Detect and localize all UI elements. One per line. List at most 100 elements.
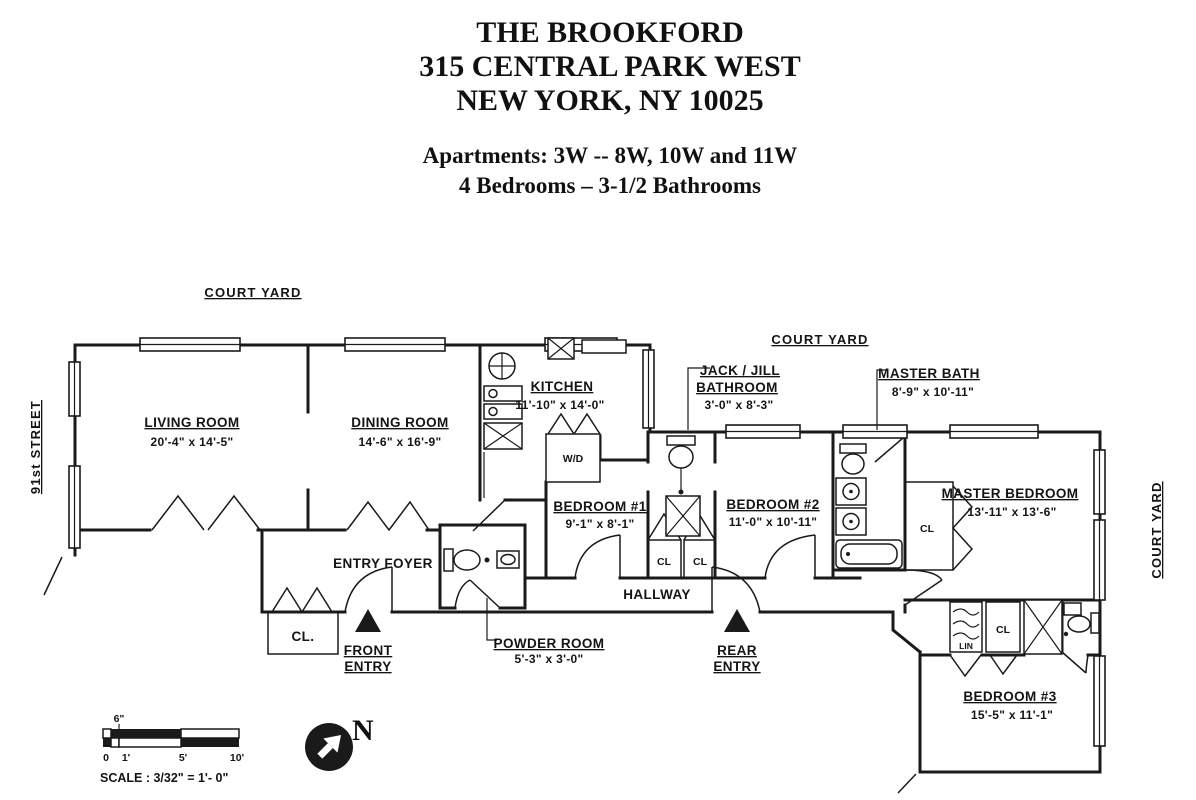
kitchen-sink-icon bbox=[483, 385, 523, 420]
entry-foyer-label: ENTRY FOYER bbox=[333, 556, 433, 571]
window-band bbox=[68, 337, 1106, 747]
bedroom2-dims: 11'-0" x 10'-11" bbox=[729, 515, 818, 529]
scale-bar: 6" 0 1' 5' 10' SCALE : 3/32" = 1'- 0" bbox=[100, 713, 244, 785]
bedroom3-closet-box bbox=[985, 601, 1021, 653]
front-entry-label-line2: ENTRY bbox=[344, 659, 391, 674]
kitchen-door bbox=[472, 499, 506, 532]
leader-lines bbox=[486, 367, 886, 641]
closet-doors-bedroom3 bbox=[949, 654, 1018, 678]
windows bbox=[68, 337, 1106, 747]
bedroom2-door bbox=[764, 534, 816, 579]
toilet-icon-jack-jill bbox=[666, 435, 696, 495]
leader-jack-jill bbox=[687, 367, 710, 430]
bedroom2-label: BEDROOM #2 bbox=[726, 497, 819, 512]
bathtub-icon-master-bath bbox=[835, 539, 903, 569]
double-door-living bbox=[151, 494, 205, 531]
scale-tick-5: 5' bbox=[179, 752, 187, 764]
scale-text: SCALE : 3/32" = 1'- 0" bbox=[100, 771, 228, 785]
room-labels: LIVING ROOM 20'-4" x 14'-5" DINING ROOM … bbox=[144, 363, 1078, 722]
bedroom3-closet-label: CL bbox=[996, 624, 1011, 636]
bedroom1-label: BEDROOM #1 bbox=[553, 499, 646, 514]
apartments-line: Apartments: 3W -- 8W, 10W and 11W bbox=[423, 143, 798, 168]
living-room-dims: 20'-4" x 14'-5" bbox=[151, 435, 234, 449]
kitchen-dims: 11'-10" x 14'-0" bbox=[515, 398, 604, 412]
foyer-closet-label: CL. bbox=[292, 629, 315, 644]
linen-closet: LIN bbox=[949, 601, 983, 653]
sink-icon-powder-room bbox=[496, 550, 520, 569]
entry-markers bbox=[355, 609, 750, 632]
front-entry-door bbox=[344, 566, 393, 613]
rear-entry-door bbox=[711, 566, 761, 613]
master-closet-label: CL bbox=[920, 523, 935, 535]
washer-dryer-closet: W/D bbox=[545, 433, 601, 483]
powder-room-label: POWDER ROOM bbox=[494, 636, 605, 651]
master-bath-door bbox=[874, 437, 904, 463]
jack-jill-label-line1: JACK / JILL bbox=[700, 363, 780, 378]
washer-dryer-label: W/D bbox=[563, 453, 584, 465]
building-address: 315 CENTRAL PARK WEST bbox=[419, 50, 800, 83]
bedroom1-dims: 9'-1" x 8'-1" bbox=[565, 517, 634, 531]
small-labels: CL. CL CL CL CL FRONT ENTRY REAR ENTRY bbox=[292, 523, 1011, 674]
site-labels: COURT YARD COURT YARD COURT YARD 91st ST… bbox=[28, 285, 1164, 579]
toilet-icon-master-bath bbox=[839, 443, 867, 475]
toilet-icon-bedroom3-bath bbox=[1063, 612, 1100, 637]
north-arrow: N bbox=[305, 714, 374, 771]
dining-room-label: DINING ROOM bbox=[351, 415, 448, 430]
living-room-label: LIVING ROOM bbox=[144, 415, 239, 430]
scale-tick-1: 1' bbox=[122, 752, 130, 764]
rear-entry-label-line2: ENTRY bbox=[713, 659, 760, 674]
court-yard-label-right: COURT YARD bbox=[1149, 481, 1164, 578]
scale-tick-0: 0 bbox=[103, 752, 109, 764]
bedroom3-label: BEDROOM #3 bbox=[963, 689, 1056, 704]
hallway-label: HALLWAY bbox=[623, 587, 691, 602]
kitchen-label: KITCHEN bbox=[531, 379, 594, 394]
leader-powder-room bbox=[486, 598, 497, 641]
scale-tick-10: 10' bbox=[230, 752, 244, 764]
north-arrow-pointer-icon bbox=[317, 734, 342, 759]
shaft-icon-kitchen bbox=[547, 337, 627, 360]
rear-entry-arrow-icon bbox=[724, 609, 750, 632]
master-bath-dims: 8'-9" x 10'-11" bbox=[892, 385, 974, 399]
master-bath-label: MASTER BATH bbox=[878, 366, 980, 381]
leader-master-bath bbox=[876, 369, 886, 430]
court-yard-label-top-left: COURT YARD bbox=[204, 285, 301, 300]
toilet-icon-powder-room bbox=[443, 548, 490, 572]
street-label: 91st STREET bbox=[28, 400, 43, 494]
sink-icons-master-bath bbox=[835, 477, 867, 536]
building-city: NEW YORK, NY 10025 bbox=[456, 84, 763, 117]
scale-six-inch-label: 6" bbox=[114, 713, 125, 725]
closet-label-1: CL bbox=[657, 556, 672, 568]
fixtures: W/D bbox=[267, 337, 1100, 655]
north-label: N bbox=[352, 714, 374, 747]
shaft-icon-bedroom3 bbox=[1023, 599, 1063, 655]
bed-bath-line: 4 Bedrooms – 3-1/2 Bathrooms bbox=[459, 173, 761, 198]
jack-jill-closet-boxes bbox=[647, 539, 716, 579]
bifold-door-dining bbox=[346, 500, 430, 532]
master-bedroom-label: MASTER BEDROOM bbox=[942, 486, 1079, 501]
dining-room-dims: 14'-6" x 16'-9" bbox=[359, 435, 442, 449]
closet-label-2: CL bbox=[693, 556, 708, 568]
jack-jill-dims: 3'-0" x 8'-3" bbox=[704, 398, 773, 412]
stove-icon bbox=[488, 352, 516, 380]
bifold-door-wd bbox=[547, 412, 601, 436]
master-closet bbox=[904, 481, 954, 571]
building-name: THE BROOKFORD bbox=[476, 16, 744, 49]
linen-closet-label: LIN bbox=[959, 641, 973, 651]
front-entry-arrow-icon bbox=[355, 609, 381, 632]
property-line-ticks bbox=[43, 556, 917, 794]
front-entry-label-line1: FRONT bbox=[344, 643, 393, 658]
court-yard-label-center: COURT YARD bbox=[771, 332, 868, 347]
bifold-door-foyer-closet bbox=[271, 586, 333, 614]
kitchen-cabinet-icon bbox=[483, 422, 523, 498]
header-block: THE BROOKFORD 315 CENTRAL PARK WEST NEW … bbox=[419, 16, 800, 198]
powder-room-door bbox=[454, 579, 501, 609]
powder-room-dims: 5'-3" x 3'-0" bbox=[514, 652, 583, 666]
bedroom3-bath-door bbox=[1061, 651, 1089, 674]
rear-entry-label-line1: REAR bbox=[717, 643, 757, 658]
bedroom3-dims: 15'-5" x 11'-1" bbox=[971, 708, 1053, 722]
foyer-closet bbox=[267, 611, 339, 655]
jack-jill-label-line2: BATHROOM bbox=[696, 380, 778, 395]
bedroom1-door bbox=[574, 534, 621, 579]
